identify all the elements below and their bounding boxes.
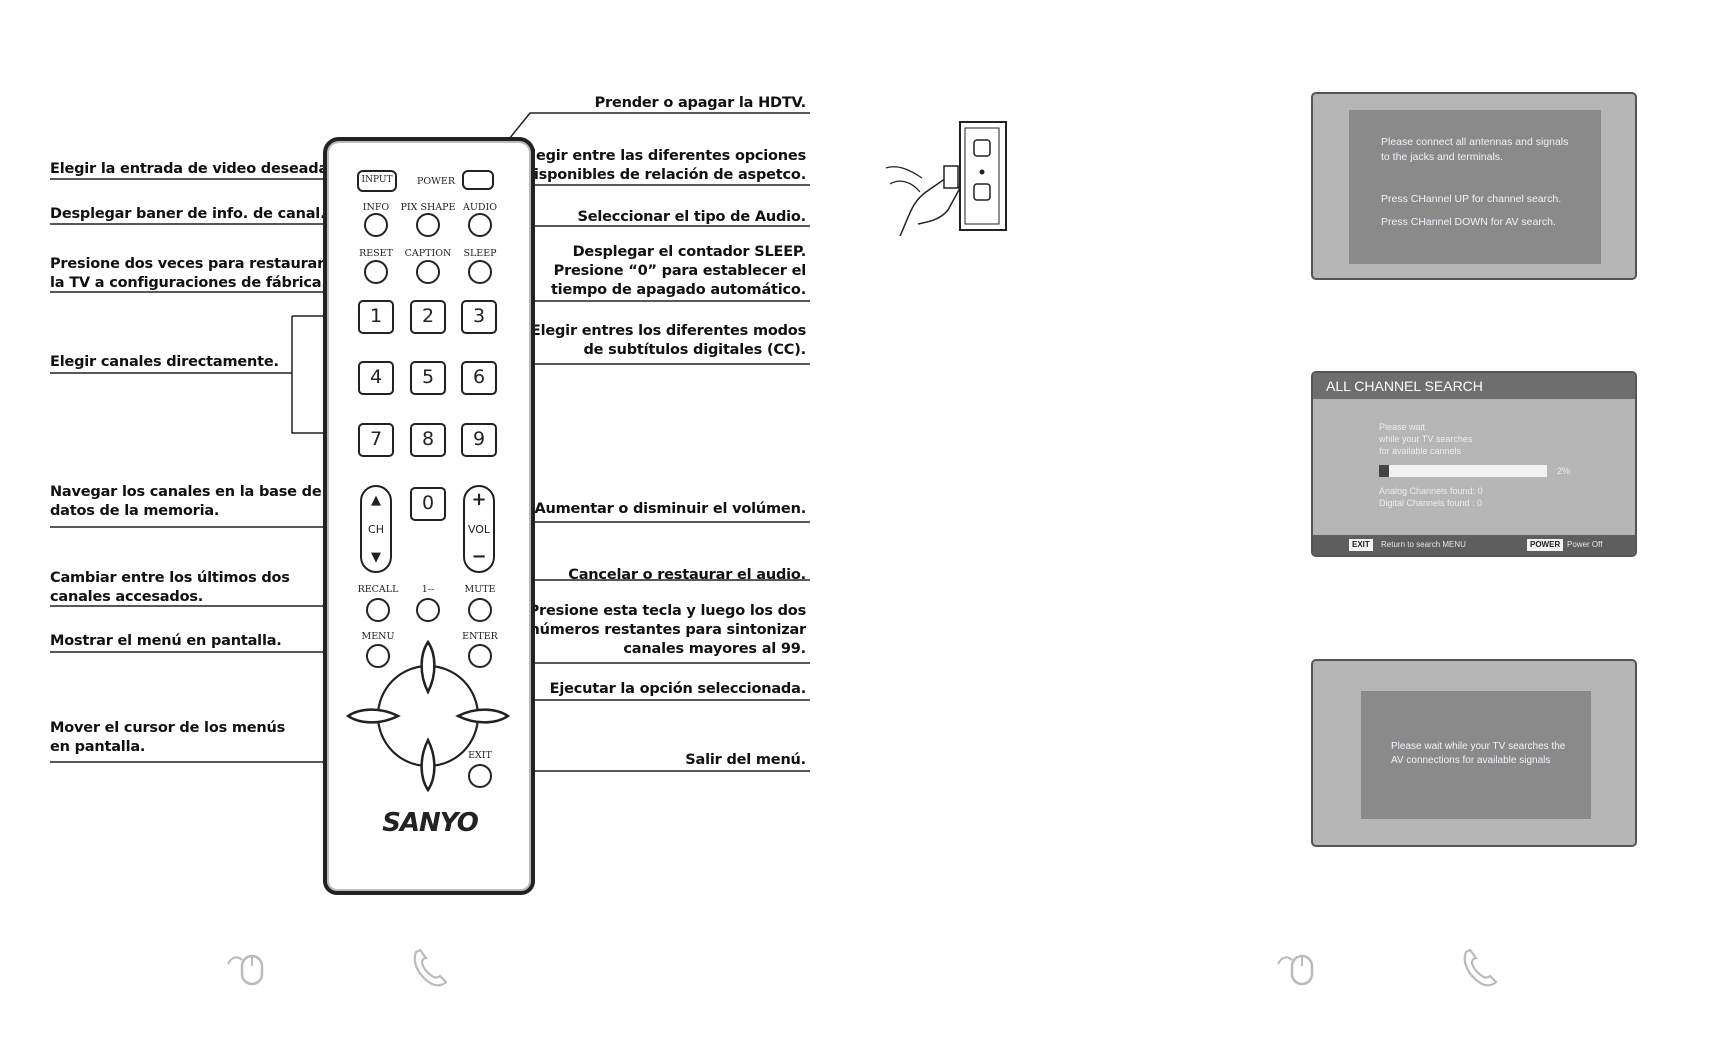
menu-label: MENU bbox=[361, 631, 395, 642]
power-key-tag: POWER bbox=[1527, 539, 1564, 551]
power-label: POWER bbox=[416, 176, 456, 187]
recall-label: RECALL bbox=[357, 584, 399, 595]
audio-label: AUDIO bbox=[462, 202, 498, 213]
recall-button[interactable] bbox=[366, 598, 390, 622]
callout-menu: Mostrar el menú en pantalla. bbox=[50, 633, 282, 649]
av-search-line-2: AV connections for available signals bbox=[1391, 755, 1551, 766]
search-wait-line-3: for available cannels bbox=[1379, 446, 1462, 456]
digit-4-key[interactable]: 4 bbox=[358, 361, 394, 395]
pix-shape-button[interactable] bbox=[416, 213, 440, 237]
mute-button[interactable] bbox=[468, 598, 492, 622]
callout-volume: Aumentar o disminuir el volúmen. bbox=[534, 501, 806, 517]
cursor-up-icon bbox=[420, 639, 436, 695]
callout-digits: Elegir canales directamente. bbox=[50, 354, 279, 370]
dash-button[interactable] bbox=[416, 598, 440, 622]
exit-label: EXIT bbox=[468, 750, 492, 761]
volume-minus-icon: − bbox=[471, 546, 487, 567]
channel-rocker[interactable]: ▲ CH ▼ bbox=[360, 485, 392, 573]
enter-button[interactable] bbox=[468, 644, 492, 668]
menu-button[interactable] bbox=[366, 644, 390, 668]
tv-screen-channel-search: ALL CHANNEL SEARCH Please wait while you… bbox=[1311, 371, 1637, 557]
input-button[interactable]: INPUT bbox=[357, 170, 397, 192]
digit-6-key[interactable]: 6 bbox=[461, 361, 497, 395]
analog-channels-found: Analog Channels found: 0 bbox=[1379, 486, 1483, 496]
caption-label: CAPTION bbox=[404, 248, 452, 259]
channel-down-icon: ▼ bbox=[371, 550, 381, 565]
digital-channels-found: Digital Channels found : 0 bbox=[1379, 498, 1483, 508]
callout-audio: Seleccionar el tipo de Audio. bbox=[577, 209, 807, 225]
callout-info: Desplegar baner de info. de canal. bbox=[50, 206, 326, 222]
phone-icon bbox=[1463, 948, 1498, 987]
volume-label: VOL bbox=[467, 523, 491, 536]
mute-label: MUTE bbox=[464, 584, 496, 595]
enter-label: ENTER bbox=[462, 631, 498, 642]
connect-line-3: Press CHannel UP for channel search. bbox=[1381, 193, 1562, 205]
callout-enter: Ejecutar la opción seleccionada. bbox=[549, 681, 807, 697]
tv-screen-connect: Please connect all antennas and signals … bbox=[1311, 92, 1637, 280]
connect-line-1: Please connect all antennas and signals bbox=[1381, 136, 1569, 148]
exit-key-hint: Return to search MENU bbox=[1381, 540, 1466, 549]
search-wait-line-1: Please wait bbox=[1379, 422, 1426, 432]
exit-key-tag: EXIT bbox=[1349, 539, 1373, 551]
digit-2-key[interactable]: 2 bbox=[410, 300, 446, 334]
direction-pad[interactable] bbox=[344, 636, 514, 796]
audio-button[interactable] bbox=[468, 213, 492, 237]
reset-label: RESET bbox=[359, 248, 393, 259]
channel-search-title: ALL CHANNEL SEARCH bbox=[1313, 373, 1635, 399]
digit-7-key[interactable]: 7 bbox=[358, 423, 394, 457]
digit-3-key[interactable]: 3 bbox=[461, 300, 497, 334]
digit-9-key[interactable]: 9 bbox=[461, 423, 497, 457]
callout-power: Prender o apagar la HDTV. bbox=[594, 95, 807, 111]
channel-label: CH bbox=[368, 523, 384, 536]
pix-shape-label: PIX SHAPE bbox=[400, 202, 456, 213]
info-label: INFO bbox=[362, 202, 390, 213]
mouse-icon bbox=[227, 954, 264, 986]
volume-plus-icon: + bbox=[471, 489, 487, 510]
digit-0-key[interactable]: 0 bbox=[410, 487, 446, 521]
callout-exit: Salir del menú. bbox=[685, 752, 806, 768]
sleep-label: SLEEP bbox=[463, 248, 497, 259]
exit-button[interactable] bbox=[468, 764, 492, 788]
plug-outlet-icon bbox=[885, 121, 1007, 237]
mouse-icon bbox=[1277, 954, 1314, 986]
cursor-left-icon bbox=[345, 708, 401, 724]
callout-mute: Cancelar o restaurar el audio. bbox=[568, 567, 806, 583]
callout-sleep: Desplegar el contador SLEEP.Presione “0”… bbox=[550, 244, 806, 298]
caption-button[interactable] bbox=[416, 260, 440, 284]
digit-1-key[interactable]: 1 bbox=[358, 300, 394, 334]
av-search-line-1: Please wait while your TV searches the bbox=[1391, 741, 1566, 752]
search-progress-bar bbox=[1379, 465, 1547, 477]
reset-button[interactable] bbox=[364, 260, 388, 284]
volume-rocker[interactable]: + VOL − bbox=[463, 485, 495, 573]
cursor-right-icon bbox=[455, 708, 511, 724]
channel-search-footer: EXIT Return to search MENU POWER Power O… bbox=[1313, 535, 1635, 555]
search-progress-percent: 2% bbox=[1557, 466, 1571, 476]
search-progress-fill bbox=[1379, 465, 1390, 477]
phone-icon bbox=[413, 948, 448, 987]
info-button[interactable] bbox=[364, 213, 388, 237]
search-wait-line-2: while your TV searches bbox=[1379, 434, 1473, 444]
channel-up-icon: ▲ bbox=[371, 493, 381, 508]
digit-8-key[interactable]: 8 bbox=[410, 423, 446, 457]
dash-label: 1-- bbox=[421, 584, 435, 595]
power-key-hint: Power Off bbox=[1567, 540, 1603, 549]
power-button[interactable] bbox=[462, 170, 494, 190]
connect-line-4: Press CHannel DOWN for AV search. bbox=[1381, 216, 1556, 228]
tv-screen-av-search: Please wait while your TV searches the A… bbox=[1311, 659, 1637, 847]
connect-line-2: to the jacks and terminals. bbox=[1381, 151, 1503, 163]
digit-5-key[interactable]: 5 bbox=[410, 361, 446, 395]
sanyo-logo: SANYO bbox=[382, 808, 479, 838]
cursor-down-icon bbox=[420, 737, 436, 793]
sleep-button[interactable] bbox=[468, 260, 492, 284]
callout-input: Elegir la entrada de video deseada. bbox=[50, 161, 334, 177]
